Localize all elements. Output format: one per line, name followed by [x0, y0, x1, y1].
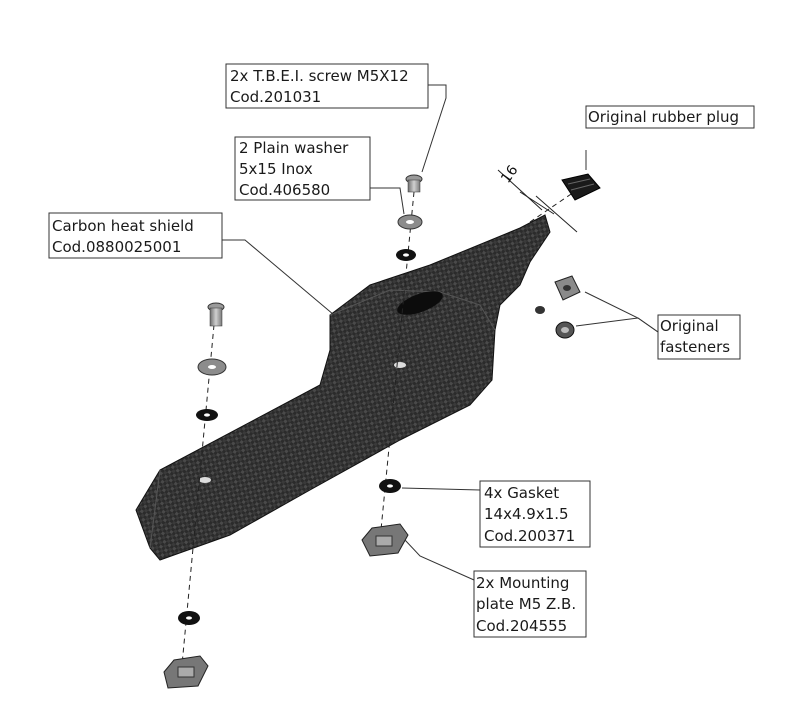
callout-washer-line2: 5x15 Inox: [239, 160, 313, 178]
plate-leader: [404, 539, 475, 581]
callout-gasket-line2: 14x4.9x1.5: [484, 505, 569, 523]
callout-shield: Carbon heat shield Cod.0880025001: [48, 212, 223, 259]
callout-fasteners-line1: Original: [660, 317, 719, 335]
callout-plate-line2: plate M5 Z.B.: [476, 595, 576, 613]
callout-plate-line3: Cod.204555: [476, 617, 567, 635]
rubber-plug-part: [561, 173, 601, 201]
callout-gasket: 4x Gasket 14x4.9x1.5 Cod.200371: [479, 480, 591, 548]
callout-plate-line1: 2x Mounting: [476, 574, 569, 592]
fastener-leader-1: [584, 291, 659, 333]
callout-washer-line1: 2 Plain washer: [239, 139, 349, 157]
screw-leader: [421, 84, 447, 173]
assembly-axis: [181, 324, 215, 666]
callout-washer: 2 Plain washer 5x15 Inox Cod.406580: [234, 136, 371, 201]
original-fastener-part: [555, 321, 575, 339]
callout-plug-line1: Original rubber plug: [588, 108, 739, 126]
screw-part: [207, 302, 225, 327]
carbon-heat-shield: [135, 214, 551, 561]
callout-fasteners-line2: fasteners: [660, 338, 730, 356]
dimension-value: 16: [498, 162, 521, 186]
callout-shield-line2: Cod.0880025001: [52, 238, 181, 256]
callout-screw-line2: Cod.201031: [230, 88, 321, 106]
callout-fasteners: Original fasteners: [657, 314, 741, 360]
shield-mount-hole: [199, 477, 211, 483]
callout-screw: 2x T.B.E.I. screw M5X12 Cod.201031: [225, 63, 429, 109]
callout-gasket-line3: Cod.200371: [484, 527, 575, 545]
callout-washer-line3: Cod.406580: [239, 181, 330, 199]
assembly-axis: [529, 187, 581, 223]
shield-mount-hole: [394, 362, 406, 368]
mounting-plate-part: [361, 523, 409, 557]
screw-part: [405, 174, 423, 193]
shield-slot-hole: [397, 291, 443, 315]
mounting-plate-part: [163, 655, 209, 689]
original-fastener-part: [554, 275, 581, 301]
callout-plug: Original rubber plug: [585, 105, 755, 129]
gasket-leader: [401, 487, 481, 491]
callout-screw-line1: 2x T.B.E.I. screw M5X12: [230, 67, 409, 85]
fastener-leader-2: [575, 317, 659, 333]
callout-gasket-line1: 4x Gasket: [484, 484, 559, 502]
callout-plate: 2x Mounting plate M5 Z.B. Cod.204555: [473, 570, 587, 638]
washer-leader: [370, 187, 405, 215]
shield-leader: [222, 239, 341, 321]
callout-shield-line1: Carbon heat shield: [52, 217, 194, 235]
